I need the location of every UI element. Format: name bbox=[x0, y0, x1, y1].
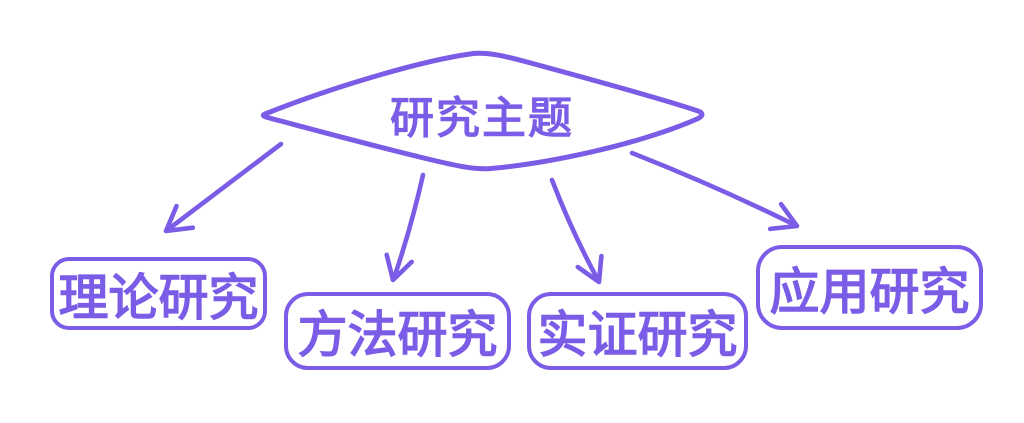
arrow-to-theory-head bbox=[163, 203, 196, 234]
arrow-to-empirical-shaft bbox=[549, 177, 601, 283]
arrow-to-empirical-head bbox=[575, 253, 604, 285]
arrow-to-method-shaft bbox=[391, 172, 426, 281]
node-applied-research: 应用研究 bbox=[756, 245, 983, 330]
root-node-text: 研究主题 bbox=[390, 94, 574, 143]
node-method-research: 方法研究 bbox=[284, 292, 511, 370]
node-theory-research: 理论研究 bbox=[50, 257, 267, 330]
arrow-to-theory-shaft bbox=[167, 141, 284, 231]
arrow-to-method-head bbox=[384, 252, 414, 283]
node-method-label: 方法研究 bbox=[297, 307, 498, 363]
node-applied-label: 应用研究 bbox=[769, 263, 970, 320]
node-empirical-label: 实证研究 bbox=[537, 307, 738, 363]
diamond-shape bbox=[260, 50, 705, 172]
arrow-to-applied-head bbox=[767, 201, 800, 232]
arrow-to-applied-shaft bbox=[629, 150, 798, 228]
root-node-label: 研究主题 bbox=[266, 88, 698, 143]
node-theory-label: 理论研究 bbox=[58, 269, 259, 326]
node-empirical-research: 实证研究 bbox=[527, 292, 748, 370]
